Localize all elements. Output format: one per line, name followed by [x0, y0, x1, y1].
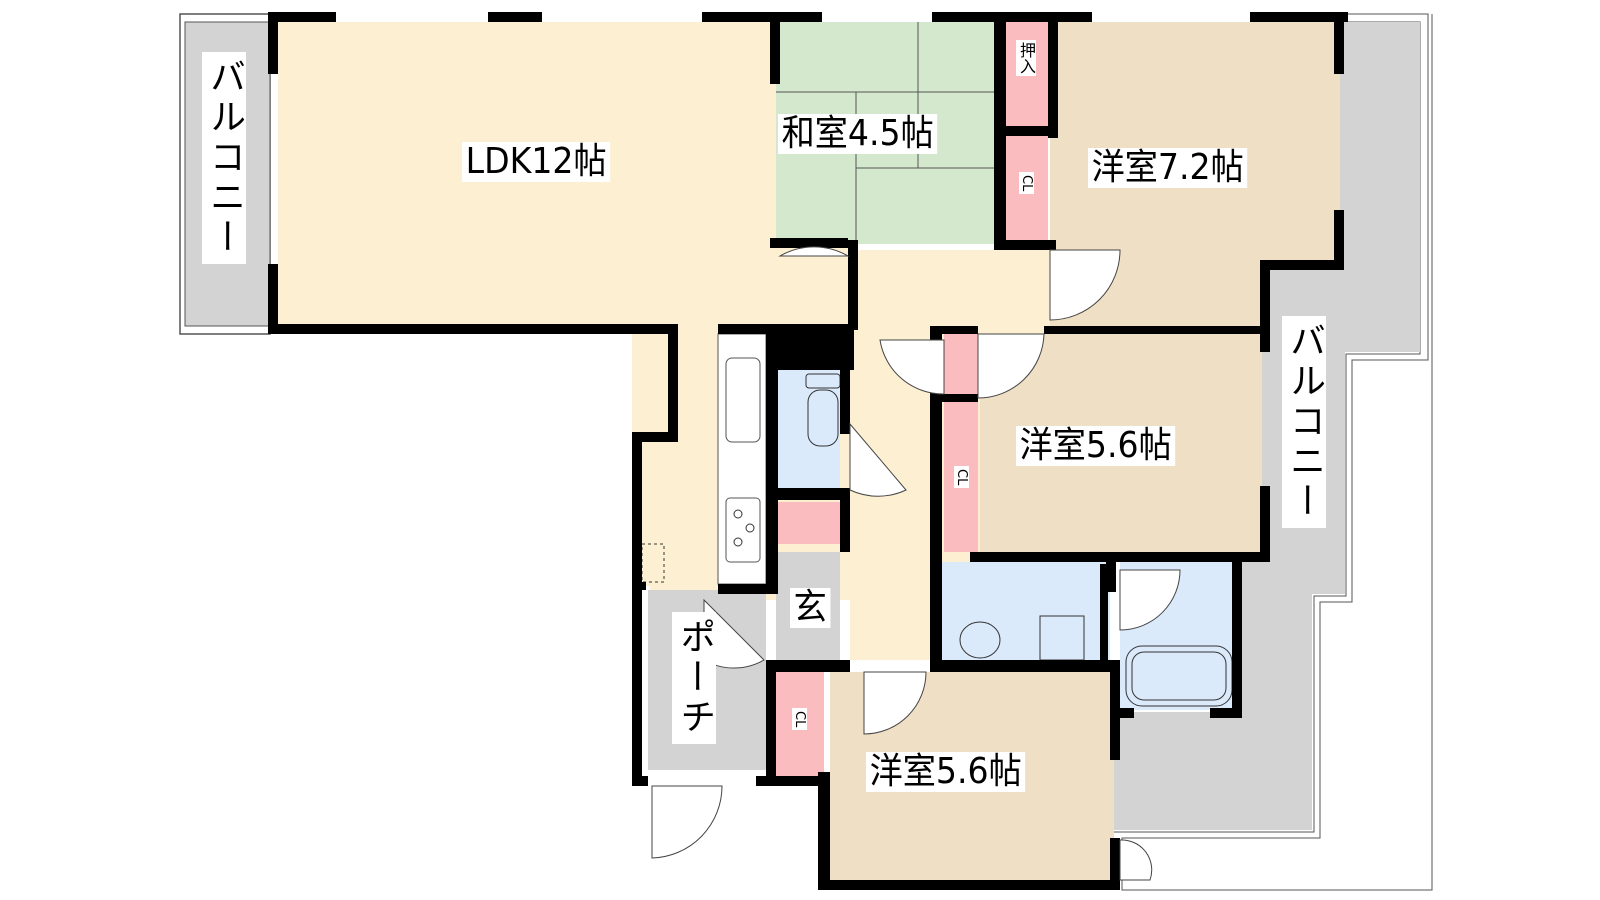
room-label-washitsu: 和室4.5帖	[778, 114, 938, 154]
storage-label-cl-72: CL	[1019, 172, 1034, 195]
room-label-yoshitsu-72: 洋室7.2帖	[1088, 148, 1248, 188]
room-label-balcony-east: バルコニー	[1282, 316, 1326, 528]
walls	[268, 12, 1348, 890]
room-label-ldk: LDK12帖	[462, 142, 611, 182]
storage-label-oshiire: 押入	[1016, 40, 1036, 76]
room-label-yoshitsu-56b: 洋室5.6帖	[866, 752, 1026, 792]
room-label-genkan: 玄	[790, 588, 831, 628]
room-label-yoshitsu-56a: 洋室5.6帖	[1016, 426, 1176, 466]
storage-label-cl-56b: CL	[792, 708, 807, 731]
storage-label-cl-56a: CL	[954, 466, 969, 489]
room-label-porch: ポーチ	[672, 612, 716, 744]
room-label-balcony-west: バルコニー	[202, 52, 246, 264]
